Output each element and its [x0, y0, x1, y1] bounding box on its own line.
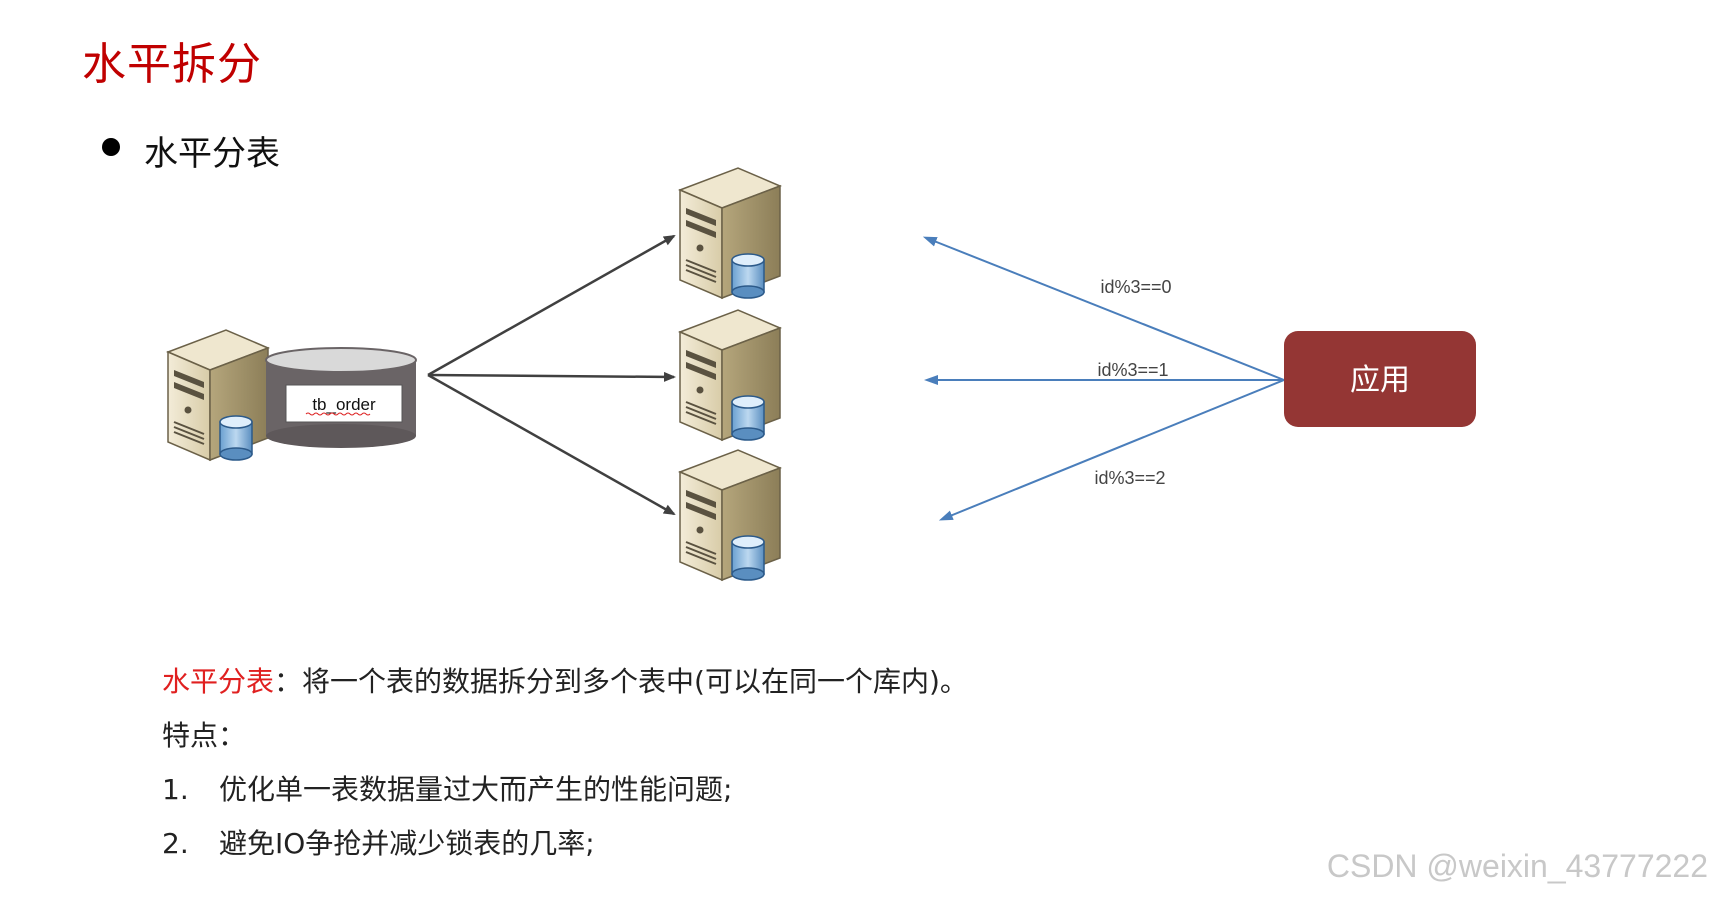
- split-arrow-1: [427, 234, 676, 377]
- route-arrow-1: [922, 236, 1285, 381]
- description: 水平分表：将一个表的数据拆分到多个表中(可以在同一个库内)。: [162, 660, 968, 700]
- feature-item: 2. 避免IO争抢并减少锁表的几率;: [162, 822, 595, 862]
- feature-text: 避免IO争抢并减少锁表的几率;: [219, 827, 595, 860]
- route-arrow-3: [938, 379, 1285, 521]
- source-server-icon: [167, 329, 269, 461]
- rule-label-0: id%3==0: [1100, 277, 1171, 297]
- feature-text: 优化单一表数据量过大而产生的性能问题;: [219, 773, 733, 806]
- target-server-2-icon: [679, 309, 781, 441]
- table-cylinder-icon: [265, 347, 417, 448]
- app-label: 应用: [1350, 363, 1410, 398]
- split-diagram: tb_order id%3==0 id%3==1 id%3==2 应用: [167, 167, 1476, 581]
- feature-item: 1. 优化单一表数据量过大而产生的性能问题;: [162, 768, 732, 808]
- description-term: 水平分表: [162, 665, 275, 698]
- bullet-icon: [102, 138, 120, 156]
- watermark: CSDN @weixin_43777222: [1326, 848, 1708, 884]
- section-heading: 水平分表: [144, 134, 280, 174]
- source-table-label: tb_order: [312, 395, 376, 414]
- feature-number: 1.: [162, 773, 189, 806]
- split-arrow-2: [427, 371, 676, 382]
- page-title: 水平拆分: [82, 39, 262, 90]
- rule-label-2: id%3==2: [1094, 468, 1165, 488]
- app-box: [1284, 331, 1476, 427]
- target-server-3-icon: [679, 449, 781, 581]
- features-title: 特点：: [162, 719, 247, 752]
- target-server-1-icon: [679, 167, 781, 299]
- description-separator: ：: [274, 665, 303, 698]
- split-arrow-3: [427, 373, 676, 516]
- description-text: 将一个表的数据拆分到多个表中(可以在同一个库内)。: [302, 665, 968, 698]
- spellcheck-underline: [305, 412, 371, 416]
- rule-label-1: id%3==1: [1097, 360, 1168, 380]
- feature-number: 2.: [162, 827, 189, 860]
